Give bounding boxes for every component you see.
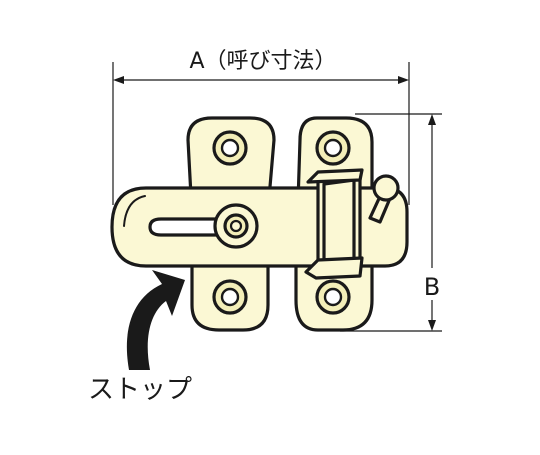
handle-knob: [372, 174, 400, 202]
stop-pointer-arrow: [126, 270, 185, 370]
dimension-b-label: B: [424, 273, 440, 301]
dimension-a: [112, 62, 410, 205]
screw-left-top: [212, 130, 248, 166]
screw-right-bottom: [315, 279, 351, 315]
stop-knob-center: [229, 219, 243, 233]
dimension-b-arrow-top: [428, 114, 436, 125]
sliding-bolt-inner-edge: [123, 195, 146, 227]
dimension-a-label: A（呼び寸法）: [189, 49, 336, 74]
screw-left-bottom: [212, 279, 248, 315]
guide-bracket-top-lip: [306, 168, 364, 184]
dimension-a-arrow-left: [113, 76, 124, 84]
dimension-b-label-mask: [420, 268, 444, 300]
stop-label: ストップ: [88, 375, 192, 405]
screw-right-top: [315, 130, 351, 166]
guide-bracket-bottom-lip: [304, 256, 364, 280]
guide-bracket-face: [322, 178, 356, 266]
dimension-a-arrow-right: [398, 76, 409, 84]
dimension-b-arrow-bottom: [428, 320, 436, 331]
